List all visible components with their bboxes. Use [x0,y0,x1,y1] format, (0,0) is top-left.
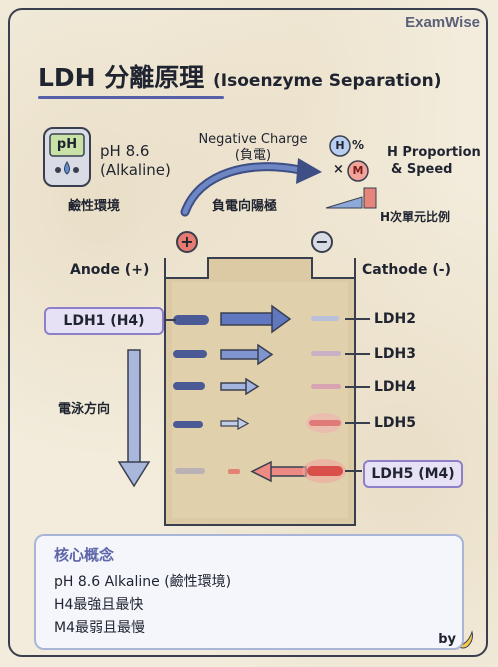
ph-condition: (Alkaline) [100,161,171,179]
h-subunit-ratio-label: H次單元比例 [380,210,451,224]
ldh5-m4-label: LDH5 (M4) [363,460,463,488]
brand-logo: ExamWise [405,14,480,31]
gel-sheet [164,257,356,526]
cathode-minus: − [315,232,329,251]
cathode-symbol [311,231,333,253]
ph-value: pH 8.6 [100,142,150,160]
ph-meter-icon [43,127,91,187]
band-right-ldh4 [311,384,341,389]
band-ldh2 [173,350,207,358]
negative-charge-label: Negative Charge (負電) [192,132,314,164]
direction-label: 電泳方向 [58,402,111,417]
band-right-ldh5-m4 [302,459,346,483]
negative-charge-line2: (負電) [234,148,272,163]
arrow-ldh4 [220,416,250,431]
arrow-ldh1 [220,304,292,334]
band-ldh4 [173,421,203,428]
negative-charge-line1: Negative Charge [198,132,308,147]
title-sub: (Isoenzyme Separation) [213,71,442,91]
band-ldh1 [173,315,209,325]
negative-charge-arrow [180,158,322,217]
ldh4-label: LDH4 [374,379,416,395]
ldh3-label: LDH3 [374,346,416,362]
band-right-ldh5 [306,413,342,433]
h-subunit-label: H [335,139,345,152]
anode-label: Anode (+) [70,262,150,278]
summary-title: 核心概念 [54,546,115,564]
diagram-frame [8,8,488,657]
title-main: LDH 分離原理 [38,63,205,92]
h-proportion-line1: H Proportion [387,145,481,160]
summary-box: 核心概念 pH 8.6 Alkaline (鹼性環境) H4最強且最快 M4最弱… [34,534,464,650]
summary-line-3: M4最弱且最慢 [54,620,145,636]
direction-arrow [117,349,151,488]
label-leader-lines [164,318,370,472]
page-title: LDH 分離原理 (Isoenzyme Separation) [38,58,441,94]
h-proportion-label: H Proportion & Speed [387,144,481,178]
band-right-ldh2 [311,316,339,321]
summary-line-1: pH 8.6 Alkaline (鹼性環境) [54,574,232,590]
m-subunit-label: M [352,164,364,177]
cathode-label: Cathode (-) [362,262,451,278]
h-proportion-line2: & Speed [391,162,453,177]
ldh1-label: LDH1 (H4) [44,307,164,335]
banana-icon [456,630,473,649]
alkaline-label: 鹼性環境 [68,199,121,214]
byline: by [438,632,456,647]
band-ldh3 [173,382,205,390]
times-symbol: × [333,162,344,177]
m-subunit-icon [347,160,369,182]
negative-to-anode-label: 負電向陽極 [212,199,278,214]
ph-meter-text: pH [56,137,78,152]
title-underline [38,96,224,99]
ratio-bar-icon [325,187,377,209]
band-ldh5-left [175,468,205,474]
ldh2-label: LDH2 [374,311,416,327]
arrow-ldh3 [220,377,260,396]
h-subunit-icon [329,135,351,157]
percent-symbol: % [352,138,365,152]
summary-line-2: H4最強且最快 [54,597,144,613]
ph-label: pH 8.6 (Alkaline) [100,142,171,180]
band-right-ldh3 [311,351,341,356]
ldh5-label: LDH5 [374,415,416,431]
anode-plus: + [180,232,194,251]
anode-symbol [176,231,198,253]
arrow-ldh2 [220,343,274,366]
